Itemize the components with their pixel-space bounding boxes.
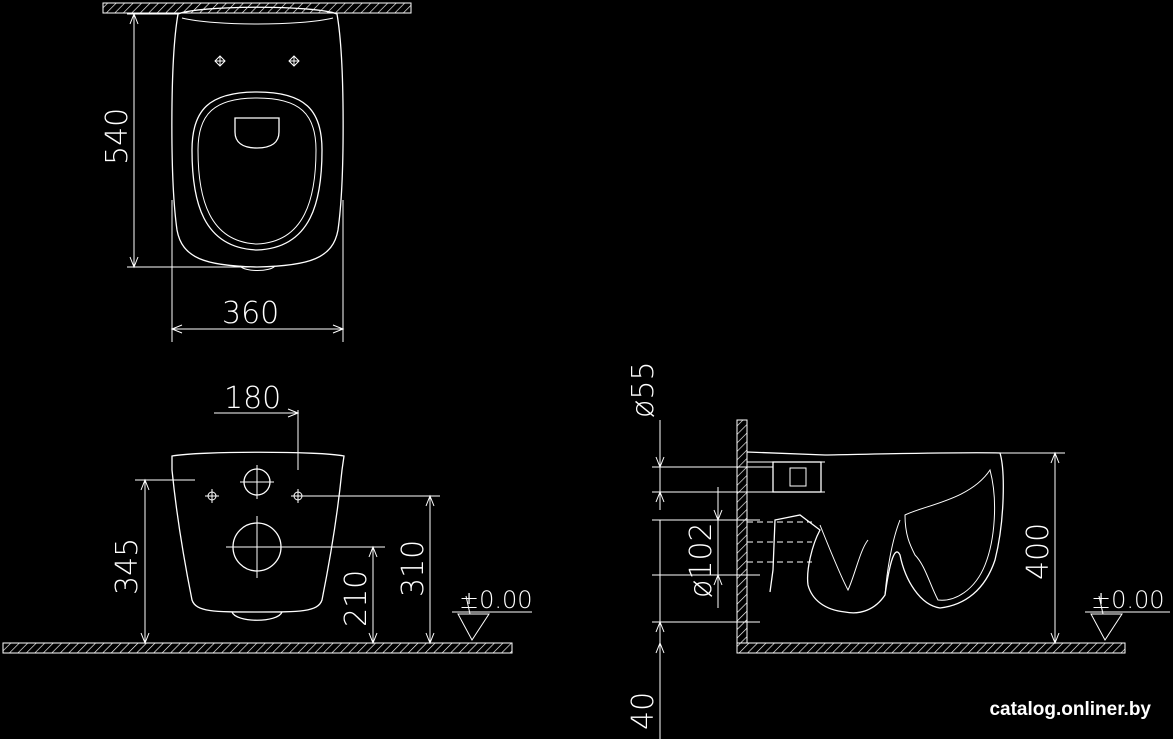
- dim-side-outlet: ø102: [684, 522, 719, 598]
- top-bolt-left: [214, 55, 226, 67]
- dim-front-height: 345: [110, 538, 145, 595]
- top-bolt-right: [288, 55, 300, 67]
- top-hinge-cutout: [234, 117, 280, 149]
- side-view: ø55 ø102 400 40 ±0.00: [626, 361, 1170, 739]
- side-floor-hatch: [736, 642, 1126, 654]
- dim-front-bolt-height: 310: [396, 540, 431, 597]
- dim-side-floor: 40: [626, 692, 661, 730]
- dim-side-height: 400: [1021, 523, 1056, 580]
- front-level-text: ±0.00: [459, 586, 533, 614]
- side-bowl-inner: [904, 468, 996, 601]
- side-bowl-outline: [746, 451, 1004, 614]
- top-lid-edge: [181, 17, 334, 25]
- top-wall-hatch: [102, 2, 412, 14]
- side-level-marker: [1085, 595, 1170, 641]
- side-wall-hatch: [736, 419, 748, 644]
- front-floor-hatch: [2, 642, 513, 654]
- front-bolt-right: [291, 489, 305, 503]
- side-level-text: ±0.00: [1091, 586, 1165, 614]
- dim-front-hole-spacing: 180: [224, 381, 281, 416]
- front-bowl-outline: [171, 451, 345, 613]
- front-view: 180 345 210 310 ±0.00: [2, 381, 533, 654]
- dim-top-height: 540: [100, 108, 135, 165]
- watermark: catalog.onliner.by: [989, 699, 1151, 720]
- top-view: 540 360: [100, 2, 412, 342]
- front-base-foot: [231, 611, 283, 621]
- dim-front-outlet-height: 210: [339, 570, 374, 627]
- side-inlet: [772, 461, 822, 493]
- top-bowl-outline: [171, 6, 344, 268]
- dim-top-width: 360: [222, 296, 279, 331]
- top-seat-outline: [191, 91, 323, 251]
- dim-side-pipe-top: ø55: [626, 361, 661, 418]
- front-level-marker: [452, 595, 532, 641]
- front-bolt-left: [205, 489, 219, 503]
- top-seat-inner: [197, 97, 317, 245]
